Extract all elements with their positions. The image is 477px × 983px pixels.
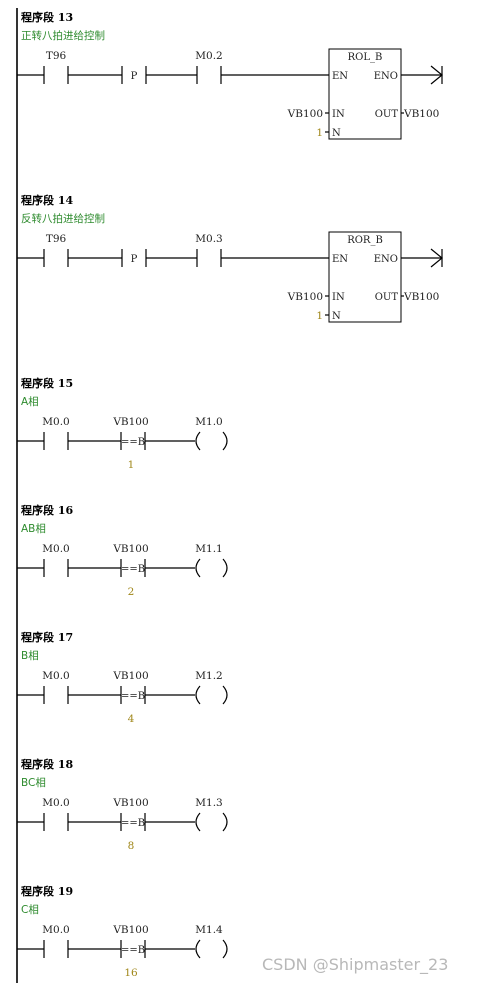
pulse-contact-label: P — [131, 254, 138, 265]
pin-eno: ENO — [374, 254, 398, 265]
segment-comment: 正转八拍进给控制 — [21, 29, 105, 42]
segment-comment: 反转八拍进给控制 — [21, 212, 105, 225]
segment-title: 程序段 17 — [21, 630, 73, 644]
coil-left-arc — [195, 939, 201, 959]
compare-operator: ==B — [121, 691, 145, 702]
pin-en: EN — [332, 71, 348, 82]
segment-title: 程序段 16 — [21, 503, 73, 517]
n-value: 1 — [316, 310, 323, 322]
contact-m0-0-address: M0.0 — [42, 670, 69, 682]
segment-comment: C相 — [21, 903, 39, 916]
coil-left-arc — [195, 431, 201, 451]
coil-left-arc — [195, 558, 201, 578]
compare-operator: ==B — [121, 818, 145, 829]
pin-in: IN — [332, 109, 345, 120]
pulse-contact-label: P — [131, 71, 138, 82]
compare-value: 4 — [128, 713, 135, 725]
compare-variable: VB100 — [112, 670, 148, 682]
segment-18: 程序段 18 BC相 M0.0 ==B VB100 8 M1.3 — [17, 757, 228, 852]
coil-right-arc — [222, 939, 228, 959]
compare-variable: VB100 — [112, 924, 148, 936]
pin-n: N — [332, 311, 341, 322]
coil-right-arc — [222, 431, 228, 451]
contact-t96-address: T96 — [46, 233, 67, 245]
pin-n: N — [332, 128, 341, 139]
segment-title: 程序段 19 — [21, 884, 73, 898]
segment-comment: AB相 — [21, 522, 46, 535]
segment-title: 程序段 13 — [21, 10, 73, 24]
contact-m0-2-address: M0.2 — [195, 50, 222, 62]
segment-title: 程序段 14 — [21, 193, 73, 207]
function-block-name: ROL_B — [348, 52, 383, 63]
segment-16: 程序段 16 AB相 M0.0 ==B VB100 2 M1.1 — [17, 503, 228, 598]
coil-right-arc — [222, 812, 228, 832]
n-value: 1 — [316, 127, 323, 139]
contact-m0-0-address: M0.0 — [42, 924, 69, 936]
segment-comment: BC相 — [21, 776, 46, 789]
compare-operator: ==B — [121, 437, 145, 448]
coil-address: M1.3 — [195, 797, 222, 809]
compare-operator: ==B — [121, 564, 145, 575]
coil-address: M1.4 — [195, 924, 223, 936]
contact-t96-address: T96 — [46, 50, 67, 62]
out-variable: VB100 — [403, 291, 439, 303]
function-block — [328, 231, 402, 323]
compare-value: 8 — [128, 840, 135, 852]
compare-variable: VB100 — [112, 543, 148, 555]
pin-in: IN — [332, 292, 345, 303]
compare-value: 2 — [128, 586, 135, 598]
compare-value: 16 — [124, 967, 138, 979]
coil-address: M1.1 — [195, 543, 222, 555]
compare-operator: ==B — [121, 945, 145, 956]
contact-m0-3-address: M0.3 — [195, 233, 222, 245]
contact-m0-0-address: M0.0 — [42, 416, 69, 428]
compare-variable: VB100 — [112, 416, 148, 428]
segment-title: 程序段 18 — [21, 757, 73, 771]
out-variable: VB100 — [403, 108, 439, 120]
watermark: CSDN @Shipmaster_23 — [262, 955, 448, 975]
pin-en: EN — [332, 254, 348, 265]
compare-value: 1 — [128, 459, 135, 471]
coil-right-arc — [222, 558, 228, 578]
pin-out: OUT — [375, 109, 399, 120]
pin-eno: ENO — [374, 71, 398, 82]
coil-address: M1.0 — [195, 416, 222, 428]
in-variable: VB100 — [287, 291, 323, 303]
function-block — [328, 48, 402, 140]
contact-m0-0-address: M0.0 — [42, 797, 69, 809]
segment-comment: A相 — [21, 395, 39, 408]
contact-m0-0-address: M0.0 — [42, 543, 69, 555]
function-block-name: ROR_B — [347, 235, 383, 246]
segment-comment: B相 — [21, 649, 39, 662]
coil-left-arc — [195, 685, 201, 705]
pin-out: OUT — [375, 292, 399, 303]
coil-right-arc — [222, 685, 228, 705]
coil-left-arc — [195, 812, 201, 832]
segment-title: 程序段 15 — [21, 376, 73, 390]
coil-address: M1.2 — [195, 670, 222, 682]
compare-variable: VB100 — [112, 797, 148, 809]
in-variable: VB100 — [287, 108, 323, 120]
